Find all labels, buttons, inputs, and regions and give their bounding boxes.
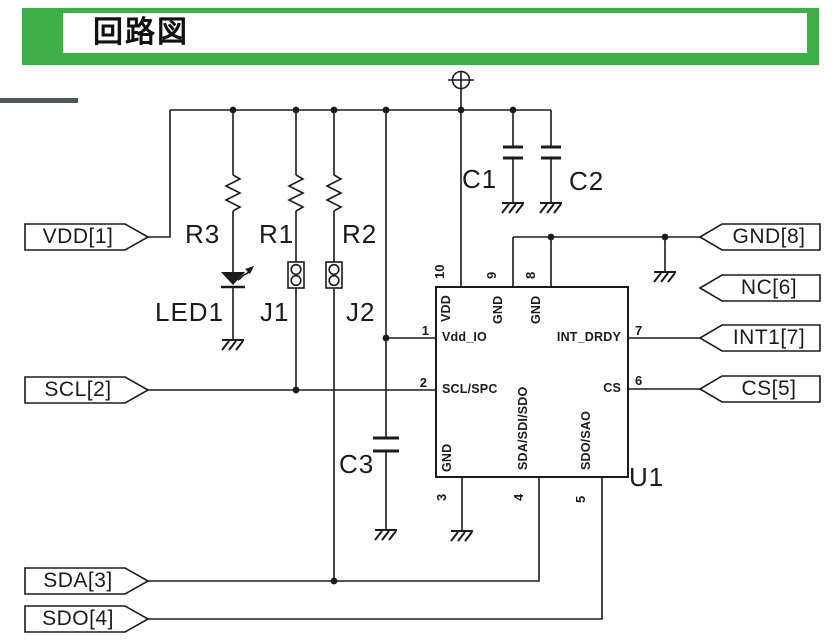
pin-num-7: 7 — [635, 323, 643, 338]
led1-symbol — [221, 266, 254, 289]
net-flag-scl — [24, 376, 150, 404]
net-flag-sda — [24, 567, 150, 595]
net-label-cs: CS[5] — [741, 377, 797, 400]
pin-name-vdd: VDD — [439, 295, 453, 322]
net-flags — [24, 223, 821, 633]
ground-gnd-bus — [653, 271, 676, 283]
net-label-nc: NC[6] — [740, 276, 798, 299]
refdes-u1: U1 — [629, 462, 665, 492]
title-box — [63, 13, 807, 53]
refdes-r3: R3 — [185, 219, 221, 249]
pin-name-gnd9: GND — [491, 295, 505, 324]
ground-pin3 — [450, 530, 473, 542]
pin-num-3: 3 — [434, 493, 449, 501]
resistor-r1-symbol — [287, 174, 305, 212]
pin-name-gnd3: GND — [440, 443, 454, 472]
ground-c2 — [539, 202, 562, 214]
sda-wire — [148, 477, 540, 582]
net-flag-cs — [698, 375, 821, 403]
net-flag-int1 — [698, 324, 821, 352]
pin-name-intdrdy: INT_DRDY — [556, 330, 621, 344]
pin-name-cs: CS — [603, 381, 621, 395]
pin-name-vddio: Vdd_IO — [442, 330, 487, 344]
pin-name-sclspc: SCL/SPC — [442, 382, 498, 396]
resistor-r2-symbol — [325, 174, 343, 212]
resistor-symbols — [224, 174, 343, 212]
net-label-int1: INT1[7] — [732, 326, 806, 349]
vddio-c3-branch-wire — [385, 110, 436, 530]
pin-num-10: 10 — [432, 264, 447, 279]
pin-num-2: 2 — [419, 375, 427, 390]
net-label-scl: SCL[2] — [44, 378, 112, 401]
net-label-vdd: VDD[1] — [42, 225, 114, 248]
net-label-sdo: SDO[4] — [42, 607, 114, 630]
net-flag-vdd — [24, 223, 150, 251]
ground-symbols — [221, 202, 676, 542]
decorative-rule — [0, 98, 78, 103]
net-flag-gnd — [698, 223, 821, 251]
pin-num-6: 6 — [635, 373, 643, 388]
sdo-wire — [148, 477, 603, 620]
jumper-symbols — [287, 261, 343, 289]
capacitor-c3-symbol — [373, 436, 399, 453]
pin-num-9: 9 — [484, 271, 499, 279]
jumper-j1-symbol — [287, 261, 305, 289]
gnd-bus-wire — [513, 236, 700, 272]
refdes-c3: C3 — [339, 449, 375, 479]
page-title: 回路図 — [93, 16, 189, 49]
net-label-sda: SDA[3] — [43, 569, 113, 592]
refdes-r1: R1 — [259, 219, 295, 249]
ground-led1 — [221, 339, 244, 351]
net-flag-sdo — [24, 605, 150, 633]
power-symbol — [451, 70, 471, 90]
pin-num-5: 5 — [573, 495, 588, 503]
pin-name-gnd8: GND — [529, 295, 543, 324]
refdes-c2: C2 — [569, 166, 605, 196]
junction-dots — [229, 106, 669, 585]
pin-num-8: 8 — [523, 271, 538, 279]
pin-name-sdo-sao: SDO/SAO — [579, 410, 593, 470]
refdes-j1: J1 — [260, 297, 290, 327]
refdes-led1: LED1 — [155, 297, 225, 327]
resistor-r3-symbol — [224, 174, 242, 212]
net-label-gnd: GND[8] — [732, 225, 806, 248]
pin-num-1: 1 — [421, 323, 429, 338]
ground-c1 — [501, 202, 524, 214]
ic-u1-body — [435, 286, 629, 478]
ground-c3 — [374, 529, 397, 541]
jumper-j2-symbol — [325, 261, 343, 289]
pin-num-4: 4 — [511, 493, 526, 501]
pin-name-sda-sdi-sdo: SDA/SDI/SDO — [516, 386, 530, 470]
capacitor-c1-symbol — [503, 145, 523, 160]
refdes-r2: R2 — [342, 219, 378, 249]
vdd-flag-wire — [148, 110, 171, 238]
net-flag-nc — [698, 274, 821, 302]
refdes-j2: J2 — [346, 297, 376, 327]
refdes-c1: C1 — [462, 164, 498, 194]
capacitor-c2-symbol — [541, 145, 561, 160]
capacitor-symbols — [373, 145, 561, 453]
